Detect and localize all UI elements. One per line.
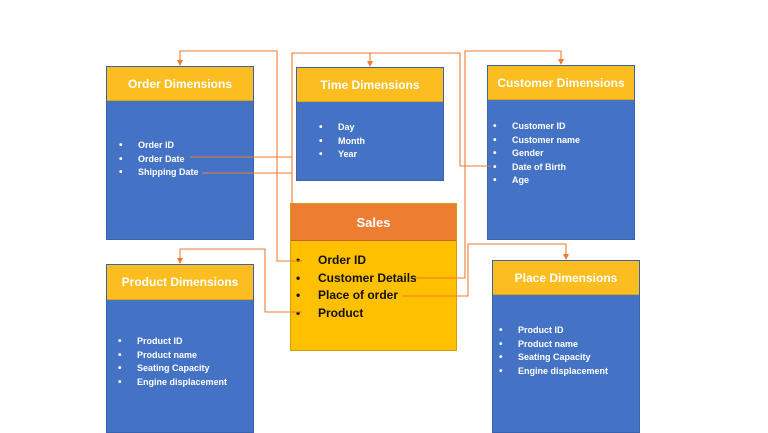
- list-item: Product ID: [499, 324, 608, 338]
- arrowhead: [177, 60, 183, 66]
- list-item: Order ID: [119, 139, 199, 153]
- list-item: Year: [319, 148, 365, 162]
- list-item: Shipping Date: [119, 166, 199, 180]
- list-item: Age: [493, 174, 580, 188]
- list-item: Month: [319, 135, 365, 149]
- time-dimensions-list: Day Month Year: [319, 121, 365, 162]
- list-item: Order Date: [119, 153, 199, 167]
- list-item: Customer ID: [493, 120, 580, 134]
- list-item: Product name: [118, 349, 227, 363]
- sales-box: Sales Order ID Customer Details Place of…: [290, 203, 457, 351]
- order-dimensions-list: Order ID Order Date Shipping Date: [119, 139, 199, 180]
- arrowhead: [563, 254, 569, 260]
- product-dimensions-title: Product Dimensions: [107, 265, 253, 300]
- connector-time-top: [291, 52, 491, 218]
- place-dimensions-list: Product ID Product name Seating Capacity…: [499, 324, 608, 378]
- place-dimensions-title: Place Dimensions: [493, 261, 639, 295]
- list-item: Engine displacement: [118, 376, 227, 390]
- place-dimensions-box: Place Dimensions Product ID Product name…: [492, 260, 640, 433]
- arrowhead: [558, 59, 564, 65]
- connector-place-of-order: [403, 243, 567, 297]
- list-item: Seating Capacity: [118, 362, 227, 376]
- list-item: Engine displacement: [499, 365, 608, 379]
- list-item: Date of Birth: [493, 161, 580, 175]
- list-item: Seating Capacity: [499, 351, 608, 365]
- connector-order-id: [179, 50, 302, 262]
- arrowhead: [177, 258, 183, 264]
- list-item: Customer name: [493, 134, 580, 148]
- product-dimensions-list: Product ID Product name Seating Capacity…: [118, 335, 227, 389]
- list-item: Customer Details: [296, 270, 417, 288]
- list-item: Product name: [499, 338, 608, 352]
- order-dimensions-box: Order Dimensions Order ID Order Date Shi…: [106, 66, 254, 240]
- list-item: Product ID: [118, 335, 227, 349]
- customer-dimensions-list: Customer ID Customer name Gender Date of…: [493, 120, 580, 188]
- list-item: Gender: [493, 147, 580, 161]
- list-item: Day: [319, 121, 365, 135]
- connector-customer-details: [416, 50, 562, 279]
- connector-product: [179, 248, 302, 313]
- list-item: Product: [296, 305, 417, 323]
- sales-title: Sales: [291, 204, 456, 241]
- arrowhead: [367, 61, 373, 67]
- time-dimensions-box: Time Dimensions Day Month Year: [296, 67, 444, 181]
- customer-dimensions-box: Customer Dimensions Customer ID Customer…: [487, 65, 635, 240]
- customer-dimensions-title: Customer Dimensions: [488, 66, 634, 100]
- time-dimensions-title: Time Dimensions: [297, 68, 443, 102]
- list-item: Place of order: [296, 287, 417, 305]
- product-dimensions-box: Product Dimensions Product ID Product na…: [106, 264, 254, 433]
- order-dimensions-title: Order Dimensions: [107, 67, 253, 101]
